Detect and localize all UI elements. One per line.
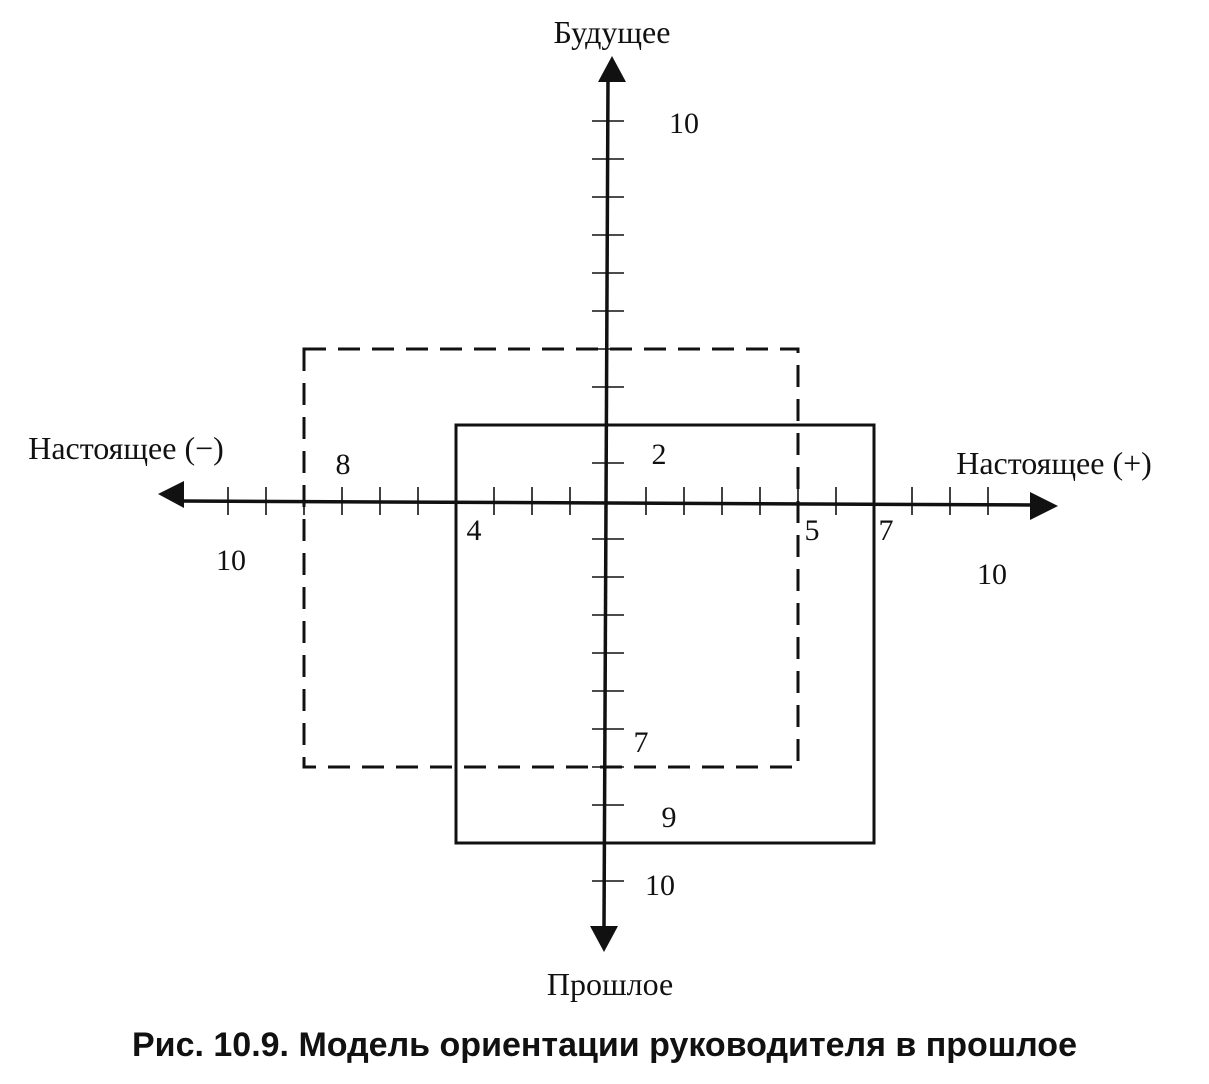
arrow-left [158,481,184,508]
label-present-positive: Настоящее (+) [956,445,1152,481]
value-dashed-right: 5 [805,514,820,547]
arrow-down [590,926,618,952]
value-solid-top: 2 [652,438,667,471]
diagram-marks [158,56,1058,952]
axis-time [602,79,610,929]
figure-caption: Рис. 10.9. Модель ориентации руководител… [132,1026,1077,1064]
rect-dashed [302,347,800,769]
arrow-up [598,56,626,82]
label-future: Будущее [554,14,671,50]
value-dashed-left: 8 [336,448,351,481]
rect-solid [454,423,876,845]
axis-end-right: 10 [977,558,1007,591]
value-solid-left: 4 [467,514,482,547]
arrow-right [1030,492,1058,520]
value-solid-right: 7 [879,514,894,547]
label-present-negative: Настоящее (−) [28,430,224,466]
label-past: Прошлое [547,966,673,1002]
axis-end-down: 10 [645,869,675,902]
value-solid-bottom: 9 [662,801,677,834]
axis-end-up: 10 [669,107,699,140]
axis-end-left: 10 [216,544,246,577]
orientation-diagram: Будущее Прошлое Настоящее (−) Настоящее … [28,14,1152,1002]
value-dashed-bottom: 7 [634,726,649,759]
